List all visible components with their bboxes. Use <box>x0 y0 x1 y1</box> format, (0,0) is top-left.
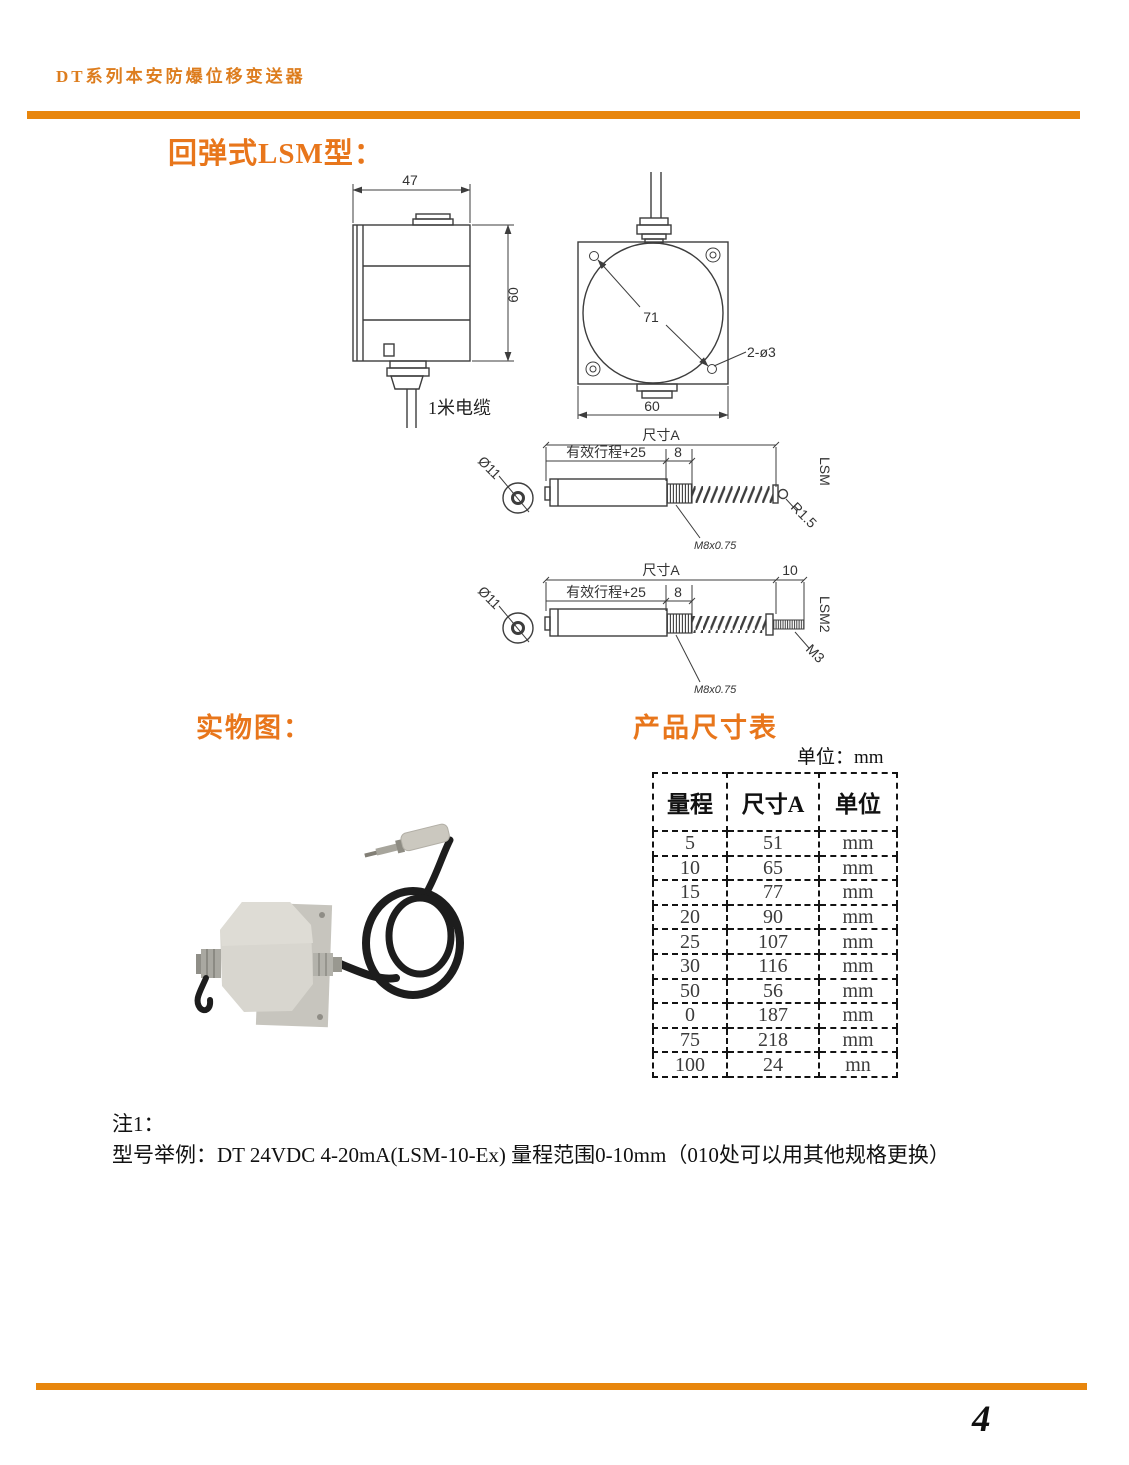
photo-sensor-plug <box>364 823 450 858</box>
lsm2-seg10-dim: 10 <box>782 562 798 578</box>
document-header-title: DT系列本安防爆位移变送器 <box>56 67 306 86</box>
front-diagonal-dim: 71 <box>643 309 659 325</box>
photo-right-gland <box>313 953 342 976</box>
rod-lsm2-drawing: 尺寸A 10 有效行程+25 8 Ø11 M3 LSM2 M8x0. <box>475 562 833 696</box>
note-model-example: 型号举例：DT 24VDC 4-20mA(LSM-10-Ex) 量程范围0-10… <box>112 1143 950 1167</box>
lsm-seg8-dim: 8 <box>674 444 682 460</box>
header-rule <box>27 111 1080 119</box>
photo-cable <box>334 836 464 999</box>
footer-rule <box>36 1383 1087 1390</box>
lsm2-stroke-dim-label: 有效行程+25 <box>566 584 646 600</box>
page-number: 4 <box>972 1399 991 1440</box>
col-header-range: 量程 <box>652 772 728 832</box>
lsm2-dim-a-label: 尺寸A <box>642 562 680 578</box>
lsm-stroke-dim-label: 有效行程+25 <box>566 444 646 460</box>
front-holes-label: 2-ø3 <box>747 344 776 360</box>
lsm-dim-a-label: 尺寸A <box>642 427 680 443</box>
table-header-row: 量程 尺寸A 单位 <box>652 772 898 832</box>
side-view-drawing: 47 60 1米电缆 <box>352 172 521 428</box>
technical-drawing: 47 60 1米电缆 <box>352 172 833 696</box>
photo-device-body <box>220 902 313 1012</box>
table-section-label: 产品尺寸表 <box>633 713 778 743</box>
product-photo <box>194 823 464 1028</box>
cable-length-label: 1米电缆 <box>428 398 491 418</box>
lsm2-thread-label: M8x0.75 <box>694 684 737 696</box>
lsm-thread-label: M8x0.75 <box>694 540 737 552</box>
front-width-dim: 60 <box>644 398 660 414</box>
front-view-drawing: 71 2-ø3 60 <box>577 172 776 419</box>
unit-note: 单位：mm <box>797 747 884 768</box>
col-header-dim-a: 尺寸A <box>726 772 820 832</box>
rod-lsm-drawing: 尺寸A 有效行程+25 8 Ø11 R1.5 LSM M8x0.75 <box>475 427 833 552</box>
photo-left-gland <box>194 949 221 1014</box>
note-heading: 注1： <box>112 1112 165 1136</box>
photo-section-label: 实物图： <box>196 713 312 743</box>
lsm2-model-label: LSM2 <box>817 596 833 633</box>
lsm2-seg8-dim: 8 <box>674 584 682 600</box>
col-header-unit: 单位 <box>818 772 898 832</box>
lsm-model-label: LSM <box>817 457 833 486</box>
side-height-dim: 60 <box>505 287 521 303</box>
side-width-dim: 47 <box>402 172 418 188</box>
lsm-tip-radius-label: R1.5 <box>788 499 820 531</box>
section-title: 回弹式LSM型： <box>168 138 384 170</box>
